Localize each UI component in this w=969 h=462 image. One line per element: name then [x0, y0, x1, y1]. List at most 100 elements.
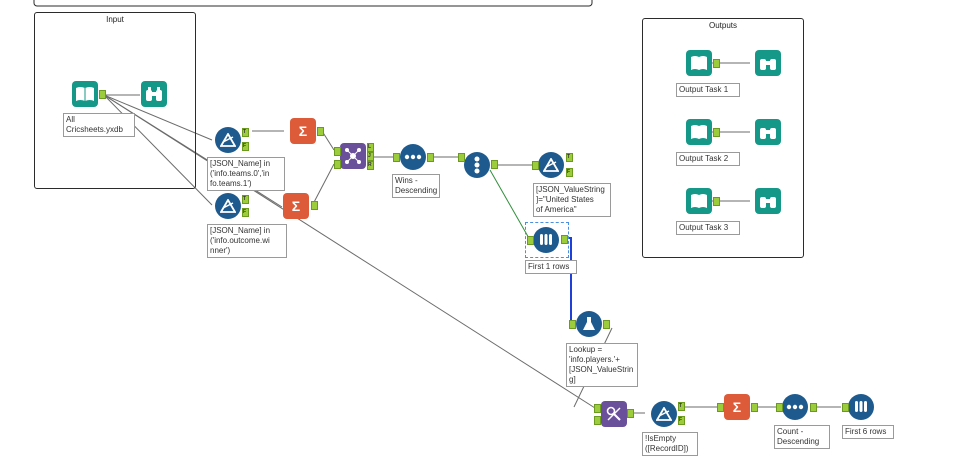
filter3-false-label: F [567, 169, 571, 175]
join-left-input-port[interactable] [334, 147, 341, 156]
filter3-true-port[interactable] [566, 153, 573, 162]
input-annotation: All Cricsheets.yxdb [63, 113, 135, 137]
join-right-port[interactable] [367, 161, 374, 170]
sample1-out-port[interactable] [561, 235, 568, 244]
output-task-2-browse-tool[interactable] [755, 119, 781, 145]
output1-out-port[interactable] [713, 59, 720, 68]
recordid-in-port[interactable] [458, 153, 465, 162]
output-task-1-tool[interactable] [686, 50, 712, 76]
sort1-out-port[interactable] [427, 153, 434, 162]
output-task-2-annotation: Output Task 2 [676, 152, 740, 166]
sigma-icon: Σ [732, 399, 742, 415]
filter-triangle-icon [543, 158, 559, 172]
filter2-false-port[interactable] [242, 208, 249, 217]
filter-tool-4[interactable] [651, 401, 677, 427]
sort-tool-1[interactable] [400, 144, 426, 170]
output3-out-port[interactable] [713, 197, 720, 206]
formula-in-port[interactable] [569, 320, 576, 329]
sort-tool-2[interactable] [782, 394, 808, 420]
summarize1-out-port[interactable] [317, 127, 324, 136]
sort2-in-port[interactable] [776, 403, 783, 412]
output2-out-port[interactable] [713, 128, 720, 137]
sort1-in-port[interactable] [393, 153, 400, 162]
summarize3-in-port[interactable] [717, 403, 724, 412]
sigma-icon: Σ [291, 198, 301, 214]
filter2-true-port[interactable] [242, 195, 249, 204]
join-right-label: R [368, 162, 372, 168]
recordid-out-port[interactable] [491, 160, 498, 169]
test-tubes-icon [855, 401, 867, 412]
input-data-tool[interactable] [72, 81, 98, 107]
sample2-annotation: First 6 rows [842, 425, 894, 439]
filter4-false-port[interactable] [678, 416, 685, 425]
filter1-true-port[interactable] [242, 128, 249, 137]
filter1-false-label: F [243, 143, 247, 149]
filter-triangle-icon [656, 407, 672, 421]
filter4-true-port[interactable] [678, 402, 685, 411]
record-id-tool[interactable] [464, 152, 490, 178]
summarize-tool-2[interactable]: Σ [283, 193, 309, 219]
sample1-in-port[interactable] [527, 236, 534, 245]
sort1-annotation: Wins - Descending [392, 174, 440, 198]
find-replace-r-port[interactable] [594, 416, 601, 425]
sigma-icon: Σ [298, 123, 308, 139]
filter3-in-port[interactable] [532, 161, 539, 170]
summarize3-out-port[interactable] [751, 403, 758, 412]
join-left-label: L [368, 144, 372, 150]
input-container-title: Input [106, 15, 124, 24]
outputs-container-title: Outputs [708, 21, 737, 30]
summarize-tool-3[interactable]: Σ [724, 394, 750, 420]
filter-tool-1[interactable] [215, 127, 241, 153]
output-task-3-browse-tool[interactable] [755, 188, 781, 214]
find-replace-out-port[interactable] [627, 409, 634, 418]
formula-annotation: Lookup = 'info.players.'+ [JSON_ValueStr… [566, 343, 638, 387]
book-icon [691, 125, 707, 139]
formula-out-port[interactable] [603, 320, 610, 329]
join-join-port[interactable] [367, 152, 374, 161]
filter4-false-label: F [679, 417, 683, 423]
sample-tool-1[interactable] [533, 227, 559, 253]
output-task-2-tool[interactable] [686, 119, 712, 145]
filter-triangle-icon [220, 199, 236, 213]
filter1-false-port[interactable] [242, 142, 249, 151]
sort2-out-port[interactable] [810, 403, 817, 412]
sample-tool-2[interactable] [848, 394, 874, 420]
outputs-container[interactable]: Outputs [642, 18, 804, 258]
summarize2-out-port[interactable] [311, 201, 318, 210]
flask-icon [583, 317, 595, 330]
find-replace-f-port[interactable] [594, 404, 601, 413]
sort-dots-icon [786, 404, 804, 410]
join-icon [345, 148, 361, 164]
filter-tool-2[interactable] [215, 193, 241, 219]
sort-dots-icon [404, 154, 422, 160]
filter-tool-3[interactable] [538, 152, 564, 178]
join-join-label: J [368, 153, 371, 159]
summarize-tool-1[interactable]: Σ [290, 118, 316, 144]
output-task-1-annotation: Output Task 1 [676, 83, 740, 97]
browse-tool[interactable] [141, 81, 167, 107]
join-tool[interactable] [340, 143, 366, 169]
formula-tool[interactable] [576, 311, 602, 337]
join-left-port[interactable] [367, 143, 374, 152]
input-out-port[interactable] [99, 90, 106, 99]
output-task-3-tool[interactable] [686, 188, 712, 214]
sample1-selection [525, 222, 569, 258]
filter-triangle-icon [220, 133, 236, 147]
find-replace-tool[interactable] [601, 401, 627, 427]
book-icon [691, 56, 707, 70]
binoculars-icon [760, 59, 776, 70]
filter2-true-label: T [243, 196, 247, 202]
test-tubes-icon [540, 234, 552, 245]
sample2-in-port[interactable] [842, 403, 849, 412]
output-task-1-browse-tool[interactable] [755, 50, 781, 76]
binoculars-icon [760, 128, 776, 139]
book-icon [691, 194, 707, 208]
input-container[interactable]: Input [34, 12, 196, 189]
filter4-annotation: !IsEmpty ([RecordID]) [642, 432, 698, 456]
output-task-3-annotation: Output Task 3 [676, 221, 740, 235]
record-id-icon [474, 156, 480, 174]
book-icon [76, 87, 94, 101]
filter3-false-port[interactable] [566, 168, 573, 177]
join-right-input-port[interactable] [334, 160, 341, 169]
find-replace-icon [606, 406, 621, 421]
